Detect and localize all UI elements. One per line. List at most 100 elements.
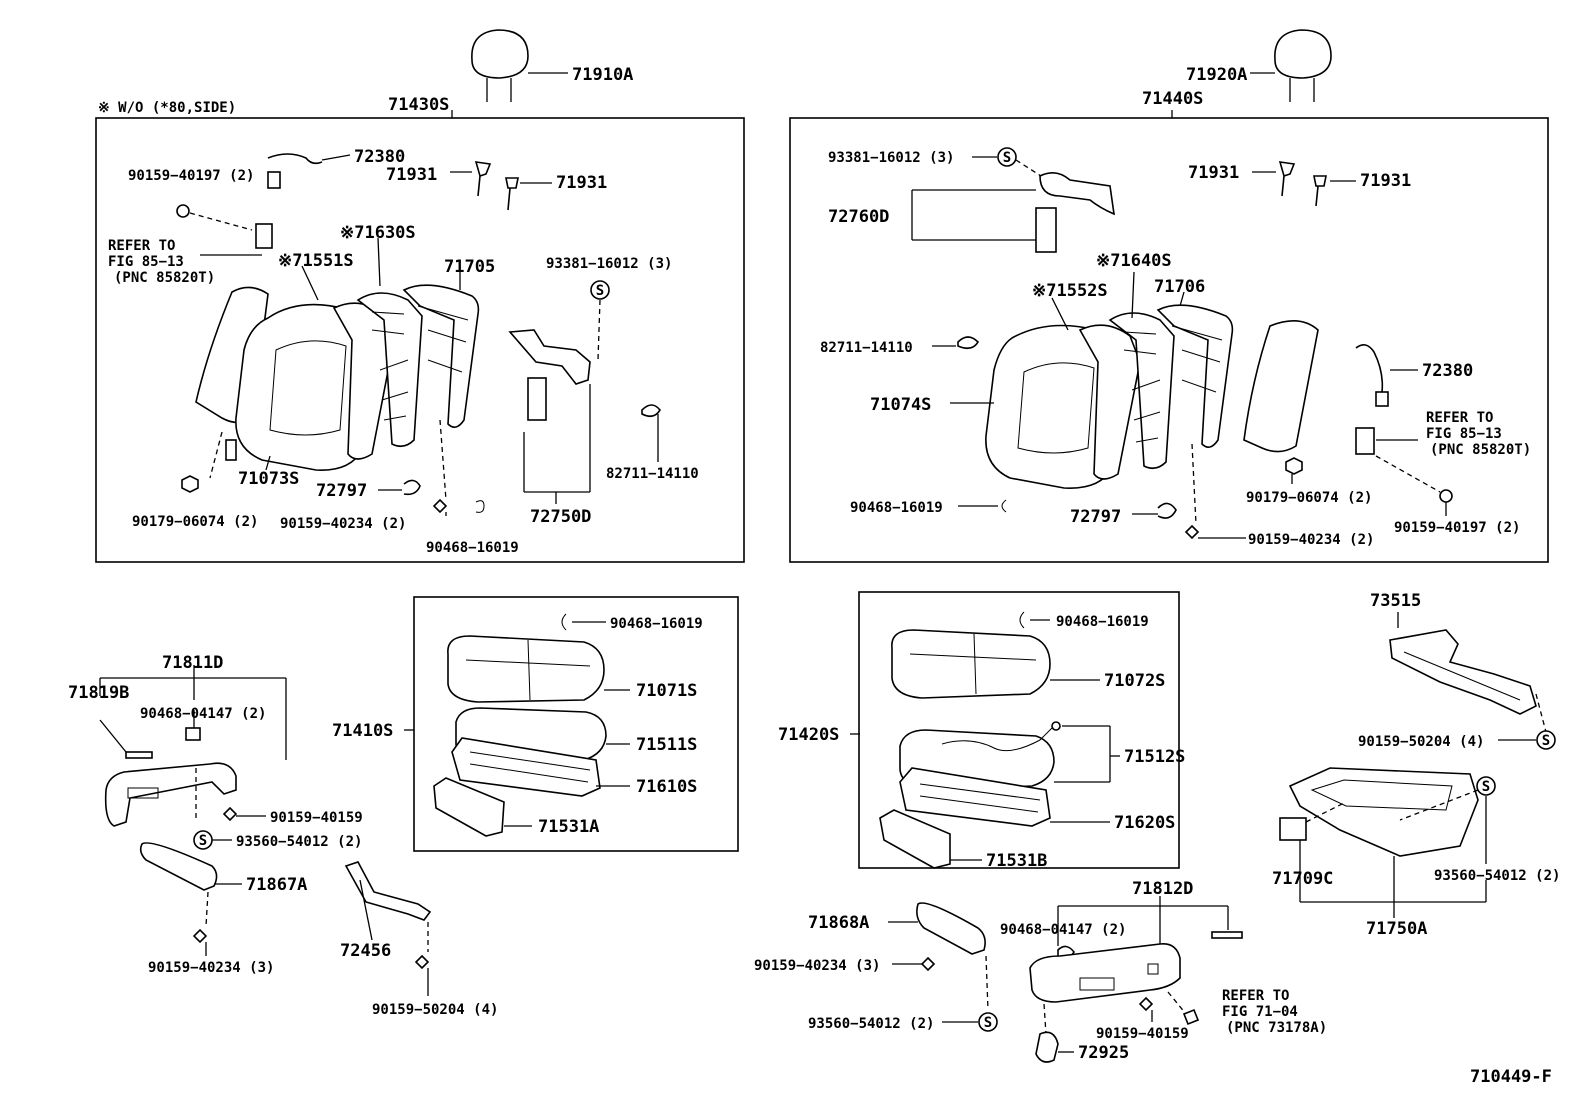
part-label: 71512S <box>1124 747 1185 767</box>
part-label: ※71640S <box>1096 251 1172 271</box>
part-label: 71931 <box>1360 171 1411 191</box>
part-label: 90179−06074 (2) <box>1246 490 1372 506</box>
part-label: 72797 <box>1070 507 1121 527</box>
right-cushion-box <box>858 591 1180 869</box>
part-label: 90159−40159 <box>270 810 363 826</box>
part-label: 73515 <box>1370 591 1421 611</box>
part-label: 72380 <box>354 147 405 167</box>
part-label: 90468−04147 (2) <box>140 706 266 722</box>
part-label: 93560−54012 (2) <box>808 1016 934 1032</box>
s-mark <box>590 280 610 300</box>
part-label: 93560−54012 (2) <box>1434 868 1560 884</box>
cushion-cover-71072S <box>891 629 1051 699</box>
part-label: 90468−16019 <box>850 500 943 516</box>
part-label: 90159−40234 (3) <box>148 960 274 976</box>
part-label: 93381−16012 (3) <box>546 256 672 272</box>
part-label: 71071S <box>636 681 697 701</box>
part-label: 71620S <box>1114 813 1175 833</box>
part-label: 71072S <box>1104 671 1165 691</box>
part-label: 90159−40234 (2) <box>280 516 406 532</box>
part-label: 71811D <box>162 653 223 673</box>
s-mark <box>978 1012 998 1032</box>
left-seatback-box <box>95 117 745 563</box>
tray-71750A <box>1288 767 1479 857</box>
seatback-frame-right <box>1108 312 1175 470</box>
part-label: ※71630S <box>340 223 416 243</box>
part-label: 71074S <box>870 395 931 415</box>
part-label: 72760D <box>828 207 889 227</box>
switch-icon <box>255 223 273 249</box>
side-panel-right <box>1243 320 1319 453</box>
shield-71531A <box>433 777 505 837</box>
part-label: 72380 <box>1422 361 1473 381</box>
wire-72380-left <box>267 153 323 165</box>
bolt-icon-5 <box>222 806 238 822</box>
bracket-73515 <box>1389 629 1537 715</box>
part-label: 90468−16019 <box>1056 614 1149 630</box>
bolt-icon <box>176 204 190 218</box>
part-label: 72797 <box>316 481 367 501</box>
clip-72797-icon-2 <box>1157 502 1177 519</box>
frame-71706-right <box>1156 304 1234 448</box>
part-label: 82711−14110 <box>820 340 913 356</box>
part-label: 71511S <box>636 735 697 755</box>
refer-text: (PNC 73178A) <box>1226 1020 1327 1036</box>
trim-71811D <box>104 762 237 827</box>
part-label: 90159−40234 (2) <box>1248 532 1374 548</box>
part-label: 71868A <box>808 913 869 933</box>
part-label: 71705 <box>444 257 495 277</box>
part-label: 71531B <box>986 851 1047 871</box>
part-label: 71709C <box>1272 869 1333 889</box>
part-label: 71073S <box>238 469 299 489</box>
headrest-left <box>471 29 529 102</box>
part-label: 71812D <box>1132 879 1193 899</box>
seatback-cover-right <box>985 324 1122 489</box>
part-label: 72750D <box>530 507 591 527</box>
right-seatback-box <box>789 117 1549 563</box>
part-label: 90159−40197 (2) <box>128 168 254 184</box>
bolt-icon-2 <box>432 498 448 514</box>
clip-82711-icon <box>641 404 661 418</box>
s-symbol-text: S <box>1482 779 1490 795</box>
s-mark <box>997 147 1017 167</box>
diagram-id: 710449-F <box>1470 1067 1552 1087</box>
seatback-cover-left <box>235 303 372 471</box>
s-mark <box>1536 730 1556 750</box>
seatback-pad-left <box>332 302 395 460</box>
guide-71931-icon-3 <box>1278 161 1296 197</box>
part-label: 90468−16019 <box>610 616 703 632</box>
cushion-cover-71071S <box>447 635 605 703</box>
bolt-icon-7 <box>414 954 430 970</box>
wire-72380-right <box>1355 344 1389 407</box>
part-label: 71706 <box>1154 277 1205 297</box>
cushion-frame-71610S <box>451 737 601 797</box>
nut-icon-2 <box>1285 457 1303 475</box>
part-label: 71931 <box>1188 163 1239 183</box>
part-label: ※71552S <box>1032 281 1108 301</box>
part-label: 90179−06074 (2) <box>132 514 258 530</box>
part-label: 90159−40234 (3) <box>754 958 880 974</box>
refer-text: REFER TO <box>1426 410 1493 426</box>
guide-71931-icon-4 <box>1313 175 1327 207</box>
refer-text: FIG 85−13 <box>1426 426 1502 442</box>
clip-icon-2 <box>1182 1008 1200 1026</box>
refer-text: FIG 71−04 <box>1222 1004 1298 1020</box>
part-label: 71610S <box>636 777 697 797</box>
part-label: 90159−40197 (2) <box>1394 520 1520 536</box>
refer-text: FIG 85−13 <box>108 254 184 270</box>
refer-text: REFER TO <box>1222 988 1289 1004</box>
part-label: 72925 <box>1078 1043 1129 1063</box>
part-label: 71531A <box>538 817 599 837</box>
clip-icon <box>1211 931 1243 939</box>
part-label: 71819B <box>68 683 129 703</box>
refer-text: REFER TO <box>108 238 175 254</box>
recliner-72750D-left <box>508 329 591 421</box>
switch-icon-2 <box>1355 427 1375 455</box>
clip-90468-icon-2 <box>1001 499 1007 513</box>
headrest-right <box>1274 29 1332 102</box>
clip-90468-icon-4 <box>561 613 567 631</box>
bracket-72456 <box>344 861 432 921</box>
clip-71819B-icon <box>125 751 153 759</box>
